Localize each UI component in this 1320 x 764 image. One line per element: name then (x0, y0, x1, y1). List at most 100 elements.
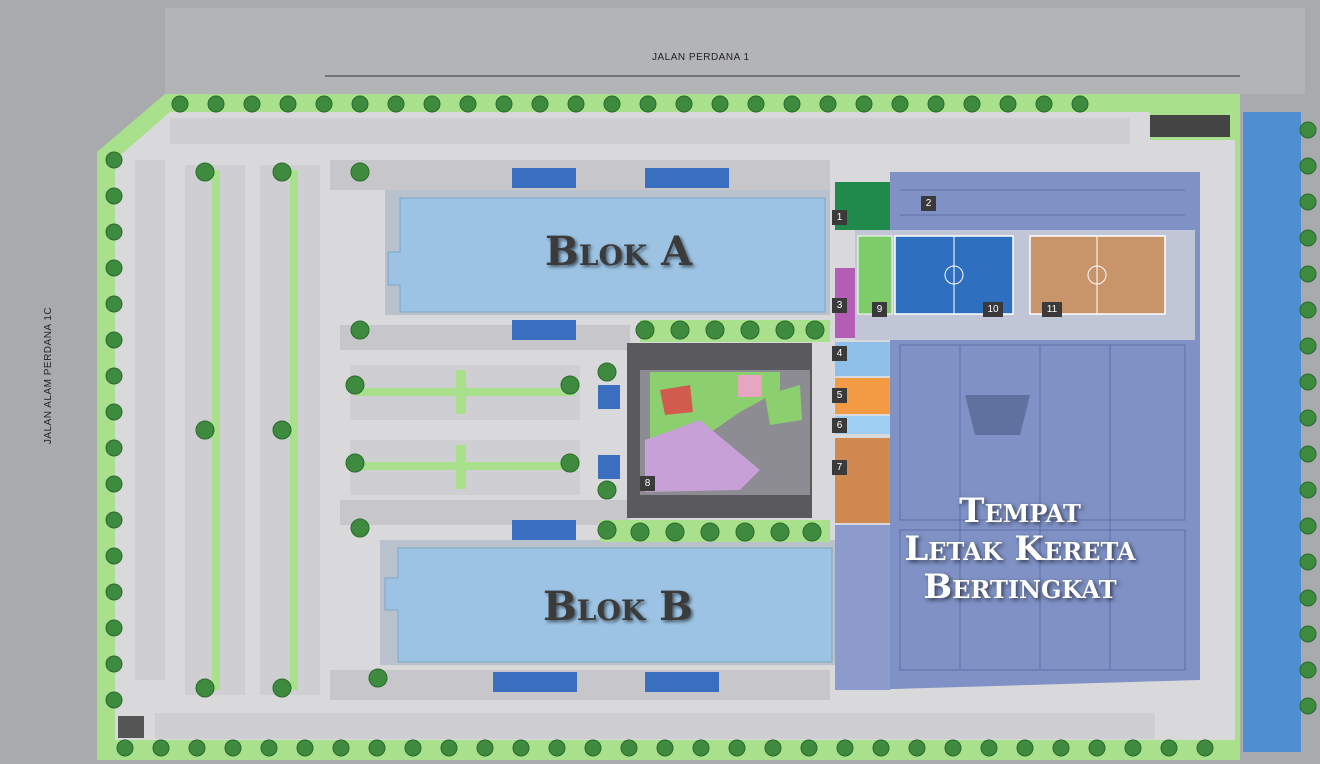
tree-icon (296, 739, 314, 757)
tree-icon (188, 739, 206, 757)
tree-icon (272, 678, 292, 698)
facility-number-1: 1 (832, 210, 847, 225)
tree-icon (705, 320, 725, 340)
multistorey-parking-lines (899, 189, 1186, 671)
tree-icon (105, 475, 123, 493)
tree-icon (459, 95, 477, 113)
tree-icon (350, 162, 370, 182)
facility-number-5: 5 (832, 388, 847, 403)
tree-icon (272, 162, 292, 182)
tree-icon (1299, 229, 1317, 247)
multistorey-ramp (965, 395, 1030, 435)
tree-icon (195, 420, 215, 440)
tree-icon (105, 331, 123, 349)
tree-icon (630, 522, 650, 542)
tree-icon (260, 739, 278, 757)
tree-icon (368, 739, 386, 757)
tree-icon (597, 362, 617, 382)
tree-icon (764, 739, 782, 757)
tree-icon (639, 95, 657, 113)
tree-icon (243, 95, 261, 113)
tree-icon (105, 691, 123, 709)
tree-icon (670, 320, 690, 340)
tree-icon (404, 739, 422, 757)
tree-icon (495, 95, 513, 113)
tree-icon (620, 739, 638, 757)
tree-icon (560, 453, 580, 473)
tree-icon (567, 95, 585, 113)
tree-icon (105, 295, 123, 313)
facility-number-11: 11 (1042, 302, 1062, 317)
tree-icon (665, 522, 685, 542)
tree-icon (1035, 95, 1053, 113)
tree-icon (1299, 697, 1317, 715)
tree-icon (1299, 481, 1317, 499)
north-road (165, 8, 1305, 94)
multistorey-label-line-3: Bertingkat (923, 567, 1117, 607)
north-road-label: JALAN PERDANA 1 (652, 52, 750, 63)
top-parking-row (170, 118, 1130, 144)
tree-icon (1071, 95, 1089, 113)
tree-icon (351, 95, 369, 113)
tree-icon (195, 678, 215, 698)
west-green-strips (212, 170, 575, 690)
tree-icon (872, 739, 890, 757)
tree-icon (171, 95, 189, 113)
tree-icon (1299, 661, 1317, 679)
tree-icon (315, 95, 333, 113)
tree-icon (819, 95, 837, 113)
facility-number-9: 9 (872, 302, 887, 317)
guard-house (1150, 115, 1230, 137)
tree-icon (423, 95, 441, 113)
tree-icon (597, 480, 617, 500)
tree-icon (775, 320, 795, 340)
tree-icon (1299, 409, 1317, 427)
facility-number-4: 4 (832, 346, 847, 361)
driveways (330, 160, 830, 700)
futsal-court-10-circle (944, 265, 964, 285)
tree-icon (105, 439, 123, 457)
multistorey-car-park-label: Tempat Letak Kereta Bertingkat (880, 492, 1160, 606)
trees (105, 95, 1317, 757)
tree-icon (387, 95, 405, 113)
tree-icon (747, 95, 765, 113)
tree-icon (272, 420, 292, 440)
multistorey-ground-ramp (835, 525, 890, 690)
multistorey-label-line-2: Letak Kereta (904, 529, 1136, 569)
tree-icon (105, 583, 123, 601)
tree-icon (345, 375, 365, 395)
tree-icon (105, 655, 123, 673)
tree-icon (440, 739, 458, 757)
tree-icon (740, 320, 760, 340)
tree-icon (700, 522, 720, 542)
tree-icon (1299, 553, 1317, 571)
park-court-red (660, 385, 693, 415)
tree-icon (1052, 739, 1070, 757)
tree-icon (105, 619, 123, 637)
bottom-parking-row (155, 713, 1155, 739)
tree-icon (980, 739, 998, 757)
tree-icon (584, 739, 602, 757)
tree-icon (891, 95, 909, 113)
park-play-area (645, 420, 760, 492)
tree-icon (105, 403, 123, 421)
tree-icon (531, 95, 549, 113)
tree-icon (152, 739, 170, 757)
tree-icon (999, 95, 1017, 113)
tree-icon (728, 739, 746, 757)
blok-a-building (387, 197, 826, 313)
left-parking-column (135, 160, 165, 680)
tree-icon (1124, 739, 1142, 757)
tree-icon (1299, 301, 1317, 319)
tree-icon (927, 95, 945, 113)
drainage-channel (1243, 112, 1301, 752)
tree-icon (105, 259, 123, 277)
blok-a-label: Blok A (545, 228, 693, 275)
tree-icon (675, 95, 693, 113)
tree-icon (105, 223, 123, 241)
tree-icon (836, 739, 854, 757)
tree-icon (1299, 589, 1317, 607)
tree-icon (656, 739, 674, 757)
tree-icon (1088, 739, 1106, 757)
